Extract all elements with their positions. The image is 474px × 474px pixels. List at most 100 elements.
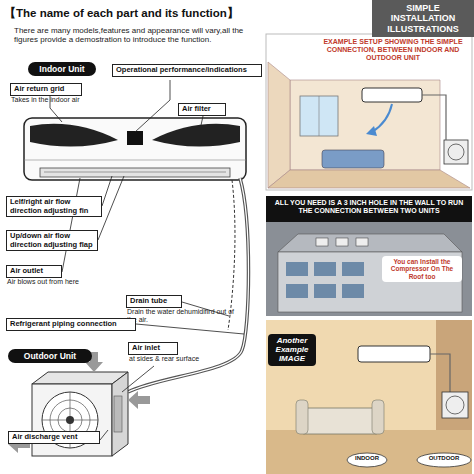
leader-line	[200, 116, 203, 130]
part-name: Air inlet	[132, 344, 174, 353]
building-illustration	[314, 262, 336, 276]
room-illustration	[422, 95, 446, 140]
building-illustration	[266, 196, 472, 222]
outdoor-unit-drawing	[114, 396, 122, 432]
building-illustration	[316, 238, 328, 246]
room-illustration	[366, 126, 377, 136]
part-name: Air return grid	[14, 85, 78, 94]
interior-illustration	[436, 320, 472, 430]
callout-note: You can Install the Compressor On The Ro…	[382, 256, 462, 282]
part-name: Up/down air flow direction adjusting fla…	[10, 232, 94, 249]
indoor-unit-drawing	[44, 172, 226, 173]
part-label-box: Lelf/right air flow direction adjusting …	[6, 196, 102, 217]
indoor-unit-drawing	[152, 124, 240, 147]
panel-caption: ALL YOU NEED IS A 3 INCH HOLE IN THE WAL…	[268, 199, 470, 215]
part-description: at sides & rear surface	[129, 355, 239, 363]
building-illustration	[278, 252, 462, 312]
leader-line	[50, 80, 244, 440]
room-illustration	[266, 34, 472, 190]
piping	[128, 178, 249, 392]
part-description: Takes in the indoor air	[11, 96, 121, 104]
page-title: 【The name of each part and its function】	[4, 6, 364, 21]
room-illustration	[290, 80, 440, 170]
panel-caption: EXAMPLE SETUP SHOWING THE SIMPLE CONNECT…	[318, 38, 468, 62]
room-illustration	[266, 34, 472, 190]
part-name: Operational performance/indications	[116, 66, 258, 75]
building-illustration	[342, 284, 364, 298]
part-name: Lelf/right air flow direction adjusting …	[10, 198, 98, 215]
airflow-arrow	[128, 391, 150, 409]
part-name: Air filter	[182, 105, 222, 114]
part-description: Air blows out from here	[7, 278, 117, 286]
room-illustration	[362, 88, 422, 102]
section-band: SIMPLE INSTALLATION ILLUSTRATIONS	[372, 0, 474, 37]
piping	[128, 178, 249, 392]
part-label-box: Air filter	[178, 103, 226, 116]
room-illustration	[300, 96, 338, 136]
part-label-box: Air return gridTakes in the indoor air	[10, 83, 82, 96]
room-illustration	[319, 96, 320, 136]
interior-illustration	[417, 453, 471, 467]
building-illustration	[286, 284, 308, 298]
indoor-unit-drawing	[24, 118, 246, 180]
part-name: Refrigerant piping connection	[10, 320, 132, 329]
building-illustration	[356, 238, 368, 246]
building-illustration	[342, 262, 364, 276]
part-name: SIMPLE INSTALLATION ILLUSTRATIONS	[376, 3, 470, 34]
indoor-unit-drawing	[24, 160, 246, 161]
outdoor-unit-drawing	[66, 416, 74, 424]
interior-illustration	[266, 320, 472, 474]
room-illustration	[322, 150, 384, 168]
room-illustration	[268, 62, 290, 188]
interior-illustration	[372, 400, 384, 434]
building-illustration	[314, 284, 336, 298]
part-label-box: Drain tubeDrain the water dehumidifird o…	[126, 295, 182, 308]
interior-illustration	[347, 453, 387, 467]
piping	[228, 180, 235, 330]
part-name: Air discharge vent	[12, 433, 96, 442]
building-illustration	[278, 234, 462, 252]
interior-illustration	[296, 400, 308, 434]
room-illustration	[444, 140, 468, 164]
leader-line	[122, 366, 154, 392]
interior-illustration	[358, 346, 430, 362]
interior-illustration	[446, 396, 464, 414]
leader-line	[136, 324, 244, 334]
part-label-box: Air outletAir blows out from here	[6, 265, 62, 278]
building-illustration	[286, 262, 308, 276]
room-illustration	[372, 104, 392, 132]
location-tag: INDOOR	[350, 455, 384, 462]
part-name: Outdoor Unit	[14, 351, 86, 361]
outdoor-unit-drawing	[32, 384, 112, 456]
image-tag: Another Example IMAGE	[268, 334, 316, 366]
room-illustration	[268, 170, 470, 188]
building-illustration	[266, 196, 472, 316]
part-name: Air outlet	[10, 267, 58, 276]
leader-line	[102, 176, 112, 206]
unit-title-pill: Outdoor Unit	[8, 349, 92, 363]
indoor-unit-drawing	[30, 124, 118, 147]
interior-illustration	[442, 392, 468, 418]
part-label-box: Air inletat sides & rear surface	[128, 342, 178, 355]
interior-illustration	[430, 354, 450, 392]
indoor-unit-drawing	[24, 118, 246, 180]
intro-note: There are many models,features and appea…	[14, 26, 254, 44]
location-tag: OUTDOOR	[425, 455, 463, 462]
outdoor-unit-drawing	[112, 372, 128, 456]
part-label-box: Operational performance/indications	[112, 64, 262, 77]
indoor-unit-drawing	[127, 131, 143, 145]
building-illustration	[336, 238, 348, 246]
leader-line	[135, 80, 170, 132]
interior-illustration	[300, 408, 380, 434]
building-illustration	[266, 196, 472, 316]
interior-illustration	[266, 320, 472, 474]
part-description: Drain the water dehumidifird out of the …	[127, 308, 245, 324]
interior-illustration	[266, 430, 472, 474]
part-name: Drain tube	[130, 297, 178, 306]
part-label-box: Refrigerant piping connection	[6, 318, 136, 331]
leader-line	[62, 178, 80, 272]
part-label-box: Air discharge vent	[8, 431, 100, 444]
leader-line	[100, 430, 108, 440]
room-illustration	[448, 144, 464, 160]
indoor-unit-drawing	[40, 168, 230, 177]
